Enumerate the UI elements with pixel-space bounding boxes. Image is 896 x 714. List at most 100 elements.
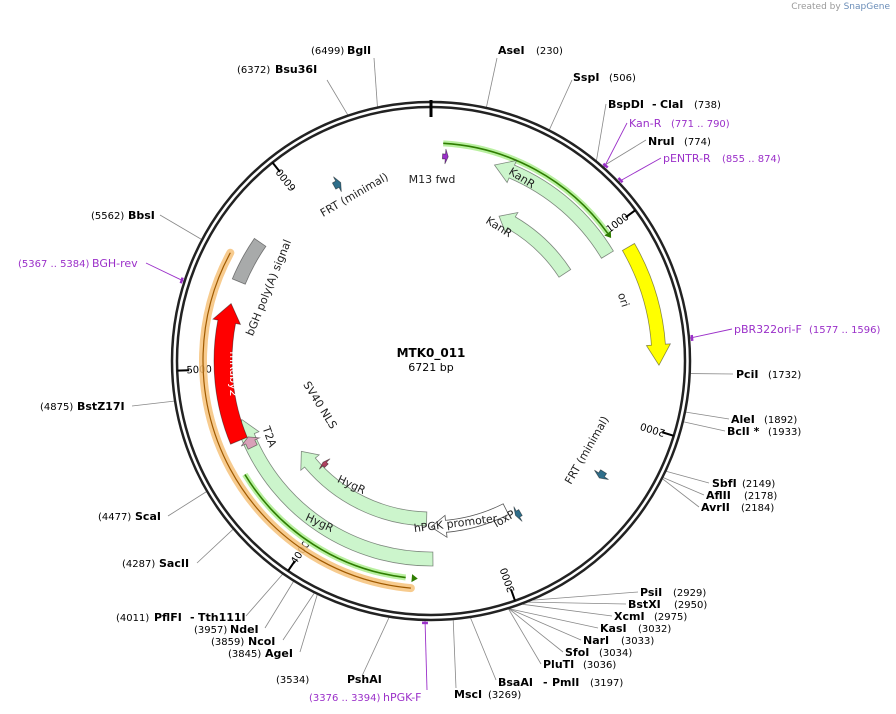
features-layer xyxy=(212,148,672,567)
site-asei-name[interactable]: AseI xyxy=(498,44,525,57)
site-pflfi-name[interactable]: PflFI xyxy=(154,611,182,624)
feature-frt-minimal-1[interactable] xyxy=(331,176,342,192)
site-clai-name[interactable]: ClaI xyxy=(660,98,683,111)
leader-11 xyxy=(528,601,627,605)
site-bcli-pos: (1933) xyxy=(768,427,801,438)
leader-22 xyxy=(264,581,294,629)
site-pluti-name[interactable]: PluTI xyxy=(543,658,574,671)
site-bbsi-name[interactable]: BbsI xyxy=(128,209,155,222)
site-pflfi-sep: - xyxy=(190,611,195,624)
site-bcli-name[interactable]: BclI * xyxy=(727,425,760,438)
primer-mark-1 xyxy=(617,177,624,184)
site-pshai-name[interactable]: PshAI xyxy=(347,673,382,686)
feature-label-ori: ori xyxy=(615,291,632,309)
site-sspi-pos: (506) xyxy=(609,73,636,84)
tick-label-2000: 2000 xyxy=(639,420,667,438)
feature-t2a[interactable] xyxy=(240,436,262,450)
primer-kanr-pos: (771 .. 790) xyxy=(671,119,730,130)
primer-leader-3 xyxy=(424,620,428,691)
site-sspi-name[interactable]: SspI xyxy=(573,71,599,84)
leader-3 xyxy=(602,139,647,167)
leader-12 xyxy=(522,603,613,617)
site-sfoi-name[interactable]: SfoI xyxy=(565,646,589,659)
feature-m13-fwd[interactable] xyxy=(441,148,449,165)
green-track-kanr xyxy=(443,142,609,234)
site-ndei-name[interactable]: NdeI xyxy=(230,623,259,636)
feature-hygr-inner[interactable] xyxy=(300,450,428,527)
feature-loxp[interactable] xyxy=(513,506,523,522)
site-tth111i-name[interactable]: Tth111I xyxy=(198,611,246,624)
site-msci-pos: (3269) xyxy=(488,690,521,701)
site-agei-pos: (3845) xyxy=(228,649,261,660)
site-sbfi-name[interactable]: SbfI xyxy=(712,477,737,490)
feature-hygr-outer[interactable] xyxy=(236,418,434,567)
site-ncoi-name[interactable]: NcoI xyxy=(248,635,275,648)
leader-13 xyxy=(509,608,599,629)
site-bstz17i-name[interactable]: BstZ17I xyxy=(77,400,125,413)
leader-1 xyxy=(549,79,573,130)
site-avrii-name[interactable]: AvrII xyxy=(701,501,730,514)
leader-27 xyxy=(159,214,202,240)
primer-kanr-name[interactable]: Kan-R xyxy=(629,117,662,130)
site-asei-pos: (230) xyxy=(536,46,563,57)
site-pmli-name[interactable]: PmlI xyxy=(552,676,579,689)
site-sacii-name[interactable]: SacII xyxy=(159,557,189,570)
site-scai-name[interactable]: ScaI xyxy=(135,510,161,523)
site-alei-pos: (1892) xyxy=(764,415,797,426)
site-nari-name[interactable]: NarI xyxy=(583,634,609,647)
site-nari-pos: (3033) xyxy=(621,636,654,647)
site-psii-name[interactable]: PsiI xyxy=(640,586,662,599)
feature-ori[interactable] xyxy=(621,242,672,367)
site-msci-name[interactable]: MscI xyxy=(454,688,482,701)
primer-pentr-name[interactable]: pENTR-R xyxy=(663,152,711,165)
feature-hpgk-promoter[interactable] xyxy=(430,503,510,539)
primer-pentr-pos: (855 .. 874) xyxy=(722,154,781,165)
site-bstxi-name[interactable]: BstXI xyxy=(628,598,661,611)
feature-mruby2[interactable] xyxy=(212,302,248,445)
feature-kanr-outer[interactable] xyxy=(493,159,614,259)
primer-mark-2 xyxy=(690,334,694,341)
leader-14 xyxy=(509,608,582,641)
site-alei-name[interactable]: AleI xyxy=(731,413,755,426)
primer-hpgkf-name[interactable]: hPGK-F xyxy=(383,691,421,704)
orange-track-core xyxy=(202,252,411,589)
site-avrii-pos: (2184) xyxy=(741,503,774,514)
tick-2000 xyxy=(661,431,675,437)
site-agei-name[interactable]: AgeI xyxy=(265,647,293,660)
site-bspdi-sep: - xyxy=(652,98,657,111)
leader-19 xyxy=(361,617,390,677)
feature-bgh-polya[interactable] xyxy=(231,237,267,285)
primer-pbr322-name[interactable]: pBR322ori-F xyxy=(734,323,802,336)
site-psii-pos: (2929) xyxy=(673,588,706,599)
feature-tracks xyxy=(199,140,612,593)
site-pluti-pos: (3036) xyxy=(583,660,616,671)
site-bsu36i-name[interactable]: Bsu36I xyxy=(275,63,317,76)
site-frui-name[interactable]: NruI xyxy=(648,135,675,148)
site-bsaai-name[interactable]: BsaAI xyxy=(498,676,533,689)
site-xcmi-name[interactable]: XcmI xyxy=(614,610,645,623)
feature-sv40-nls[interactable] xyxy=(318,458,331,470)
tick-6000 xyxy=(271,161,281,173)
primer-bghrev-name[interactable]: BGH-rev xyxy=(92,257,138,270)
site-pcii-name[interactable]: PciI xyxy=(736,368,758,381)
primer-pbr322-pos: (1577 .. 1596) xyxy=(809,325,881,336)
site-bgli-name[interactable]: BglI xyxy=(347,44,371,57)
site-aflii-name[interactable]: AflII xyxy=(706,489,731,502)
site-kasi-pos: (3032) xyxy=(638,624,671,635)
leader-25 xyxy=(167,491,207,517)
green-track-hygr-head xyxy=(411,574,418,583)
site-bspdi-name[interactable]: BspDI xyxy=(608,98,644,111)
tick-4000 xyxy=(287,560,296,572)
leader-28 xyxy=(326,79,349,115)
feature-label-frt-minimal-top: FRT (minimal) xyxy=(318,170,391,219)
site-aflii-pos: (2178) xyxy=(744,491,777,502)
feature-kanr-inner[interactable] xyxy=(498,211,572,278)
feature-frt-minimal-2[interactable] xyxy=(594,469,609,480)
site-scai-pos: (4477) xyxy=(98,512,131,523)
site-bstz17i-pos: (4875) xyxy=(40,402,73,413)
site-bsaai-sep: - xyxy=(543,676,548,689)
site-kasi-name[interactable]: KasI xyxy=(600,622,627,635)
primer-leader-2 xyxy=(689,328,733,339)
